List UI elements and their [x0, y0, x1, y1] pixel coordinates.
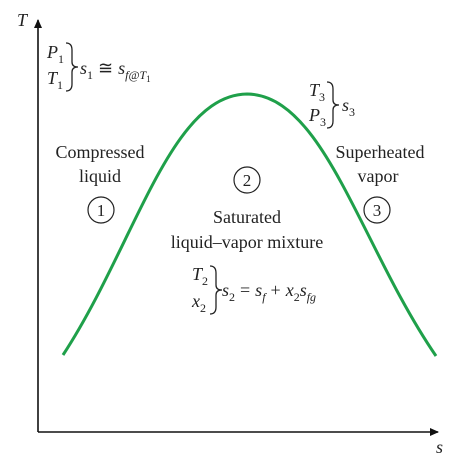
state3-pressure: P3 [308, 105, 326, 129]
state1-marker [87, 196, 115, 224]
region2-line1: Saturated [213, 207, 281, 227]
region1-line1: Compressed [56, 142, 145, 162]
saturation-dome-curve [61, 92, 438, 357]
state1-marker-label: 1 [97, 201, 106, 220]
state2-brace [209, 265, 223, 315]
state3-marker-label: 3 [373, 201, 382, 220]
state3-temperature: T3 [309, 80, 325, 104]
state2-temperature: T2 [192, 264, 208, 288]
region1-line2: liquid [79, 166, 121, 186]
state1-brace [65, 42, 79, 92]
state2-quality: x2 [191, 291, 206, 315]
state2-entropy-relation: s2=sf+x2sfg [222, 280, 316, 304]
y-axis-label: T [17, 10, 29, 30]
state3-brace [326, 81, 340, 129]
x-axis-label: s [436, 437, 443, 457]
state1-entropy-relation: s1≅sf@T1 [80, 58, 151, 84]
state1-temperature: T1 [47, 68, 63, 92]
state3-marker [363, 196, 391, 224]
state1-pressure: P1 [46, 42, 64, 66]
state2-marker-label: 2 [243, 171, 252, 190]
state3-entropy-relation: s3 [342, 95, 355, 119]
region3-line2: vapor [358, 166, 399, 186]
region3-line1: Superheated [336, 142, 425, 162]
state2-marker [233, 166, 261, 194]
region2-line2: liquid–vapor mixture [171, 232, 323, 252]
